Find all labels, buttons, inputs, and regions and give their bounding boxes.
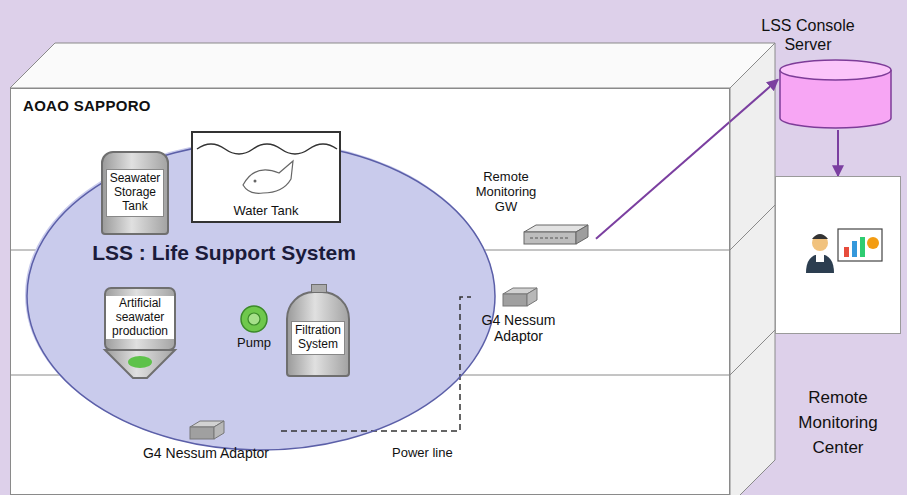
node-label: Filtration System (291, 321, 345, 355)
node-label: LSS Console Server (748, 16, 868, 54)
connector (837, 130, 839, 176)
server-cylinder: LSS Console Server (778, 58, 893, 130)
monitoring-center: Remote Monitoring Center (775, 176, 901, 334)
operator-illustration (776, 177, 900, 333)
gateway-device: Remote Monitoring GW (456, 169, 596, 251)
node-label: AOAO SAPPORO (23, 97, 151, 114)
adaptor-device: G4 Nessum Adaptor (131, 419, 281, 467)
building-outline: AOAO SAPPORO LSS : Life Support System Sea… (10, 88, 730, 495)
gateway-icon (518, 223, 590, 249)
lss-ellipse: LSS : Life Support System Seawater Storag… (26, 141, 496, 451)
storage-tank: Seawater Storage Tank (101, 151, 169, 235)
filtration-tank: Filtration System (286, 291, 350, 377)
node-label: Seawater Storage Tank (106, 169, 164, 216)
adaptor-icon (186, 419, 226, 443)
node-label: LSS : Life Support System (54, 241, 394, 265)
pump-icon (226, 304, 282, 334)
node-label: Pump (216, 335, 292, 350)
connector (596, 80, 778, 239)
filter-cap (311, 284, 327, 293)
pump-symbol: Pump (226, 304, 282, 354)
production-tank: Artificial seawater production (101, 286, 179, 381)
adaptor-icon (499, 286, 539, 310)
node-label: Artificial seawater production (106, 296, 174, 339)
node-label: G4 Nessum Adaptor (131, 445, 281, 461)
adaptor-device: G4 Nessum Adaptor (471, 286, 566, 344)
node-label: G4 Nessum Adaptor (471, 312, 566, 344)
node-label: Remote Monitoring GW (466, 169, 546, 214)
database-cylinder (778, 58, 893, 130)
water-tank: Water Tank (191, 131, 341, 223)
edge-label: Power line (392, 445, 453, 460)
node-label: Water Tank (193, 203, 339, 218)
node-label: Remote Monitoring Center (772, 385, 904, 460)
